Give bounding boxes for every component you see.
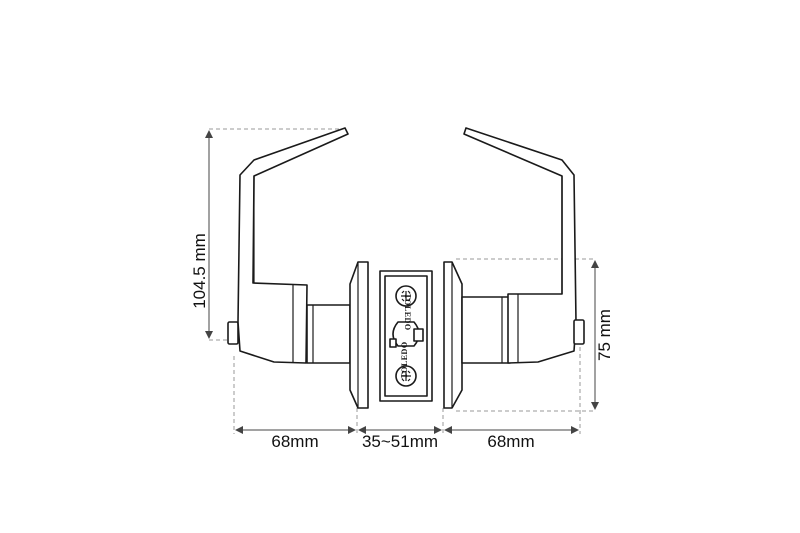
dimension-arrows: [205, 130, 599, 434]
brand-mark-bottom: TOLEDO: [400, 341, 409, 378]
width-left-label: 68mm: [271, 432, 318, 451]
latch-bolt: [389, 321, 424, 348]
top-screw-icon: [395, 285, 417, 307]
backset-label: 35~51mm: [362, 432, 438, 451]
height-right-label: 75 mm: [595, 309, 614, 361]
right-lever-handle: [443, 127, 585, 409]
bottom-screw-icon: [395, 365, 417, 387]
left-lever-handle: [227, 127, 369, 409]
height-left-label: 104.5 mm: [190, 233, 209, 309]
extension-lines: [209, 128, 595, 434]
width-right-label: 68mm: [487, 432, 534, 451]
brand-mark-top: TOLEDO: [403, 293, 412, 330]
latch-plate: TOLEDO TOLEDO: [379, 270, 433, 402]
